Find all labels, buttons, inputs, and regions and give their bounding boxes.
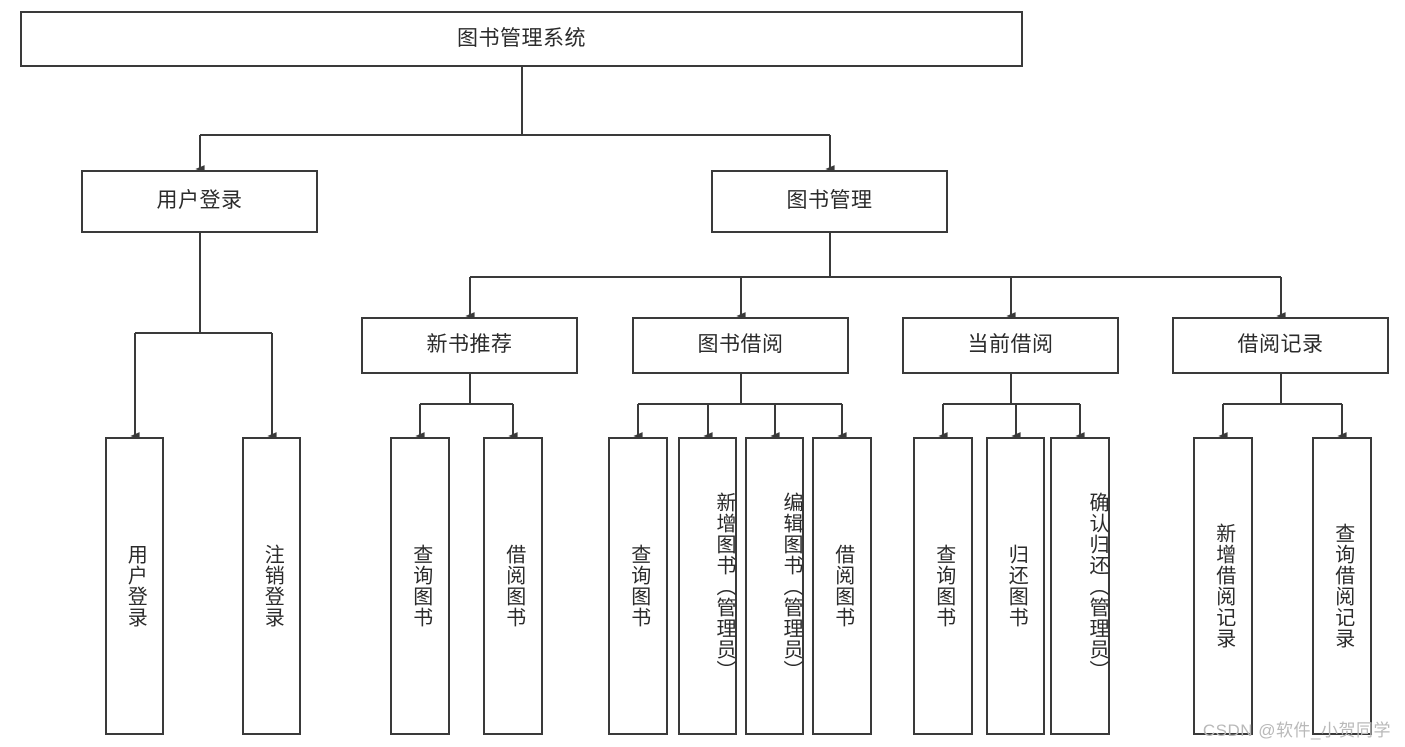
node-l_q2[interactable]: 查询图书 <box>608 437 668 735</box>
node-l_login[interactable]: 用户登录 <box>105 437 164 735</box>
node-root[interactable]: 图书管理系统 <box>20 11 1023 67</box>
node-label: 用户登录 <box>124 544 147 628</box>
node-label: 确认归还（管理员） <box>1086 491 1108 681</box>
node-l_b1[interactable]: 借阅图书 <box>483 437 543 735</box>
node-label: 新增图书（管理员） <box>713 491 735 681</box>
node-label: 当前借阅 <box>967 333 1054 357</box>
connector-edges <box>130 67 1347 440</box>
node-n_new[interactable]: 新书推荐 <box>361 317 578 374</box>
node-l_q3[interactable]: 查询图书 <box>913 437 973 735</box>
node-label: 编辑图书（管理员） <box>780 491 802 681</box>
node-label: 图书借阅 <box>697 333 784 357</box>
node-label: 新书推荐 <box>426 333 513 357</box>
node-l_q1[interactable]: 查询图书 <box>390 437 450 735</box>
node-l_logout[interactable]: 注销登录 <box>242 437 301 735</box>
node-l_ret[interactable]: 归还图书 <box>986 437 1045 735</box>
node-label: 借阅图书 <box>831 544 854 628</box>
node-label: 借阅图书 <box>502 544 525 628</box>
watermark-text: CSDN @软件_小贺同学 <box>1202 721 1391 740</box>
node-label: 归还图书 <box>1005 544 1028 628</box>
node-label: 图书管理 <box>786 189 873 213</box>
node-n_bor[interactable]: 图书借阅 <box>632 317 849 374</box>
node-label: 查询借阅记录 <box>1331 523 1354 649</box>
node-l_edit[interactable]: 编辑图书（管理员） <box>745 437 804 735</box>
node-n_book[interactable]: 图书管理 <box>711 170 948 233</box>
node-n_rec[interactable]: 借阅记录 <box>1172 317 1389 374</box>
node-label: 借阅记录 <box>1237 333 1324 357</box>
node-label: 查询图书 <box>932 544 955 628</box>
node-label: 用户登录 <box>156 189 243 213</box>
node-l_qr[interactable]: 查询借阅记录 <box>1312 437 1372 735</box>
node-label: 注销登录 <box>261 544 284 628</box>
node-l_b2[interactable]: 借阅图书 <box>812 437 872 735</box>
node-label: 查询图书 <box>409 544 432 628</box>
node-l_addr[interactable]: 新增借阅记录 <box>1193 437 1253 735</box>
node-l_add[interactable]: 新增图书（管理员） <box>678 437 737 735</box>
node-label: 新增借阅记录 <box>1212 523 1235 649</box>
node-label: 查询图书 <box>627 544 650 628</box>
node-n_cur[interactable]: 当前借阅 <box>902 317 1119 374</box>
node-l_cfm[interactable]: 确认归还（管理员） <box>1050 437 1110 735</box>
node-label: 图书管理系统 <box>457 26 586 50</box>
node-n_user[interactable]: 用户登录 <box>81 170 318 233</box>
